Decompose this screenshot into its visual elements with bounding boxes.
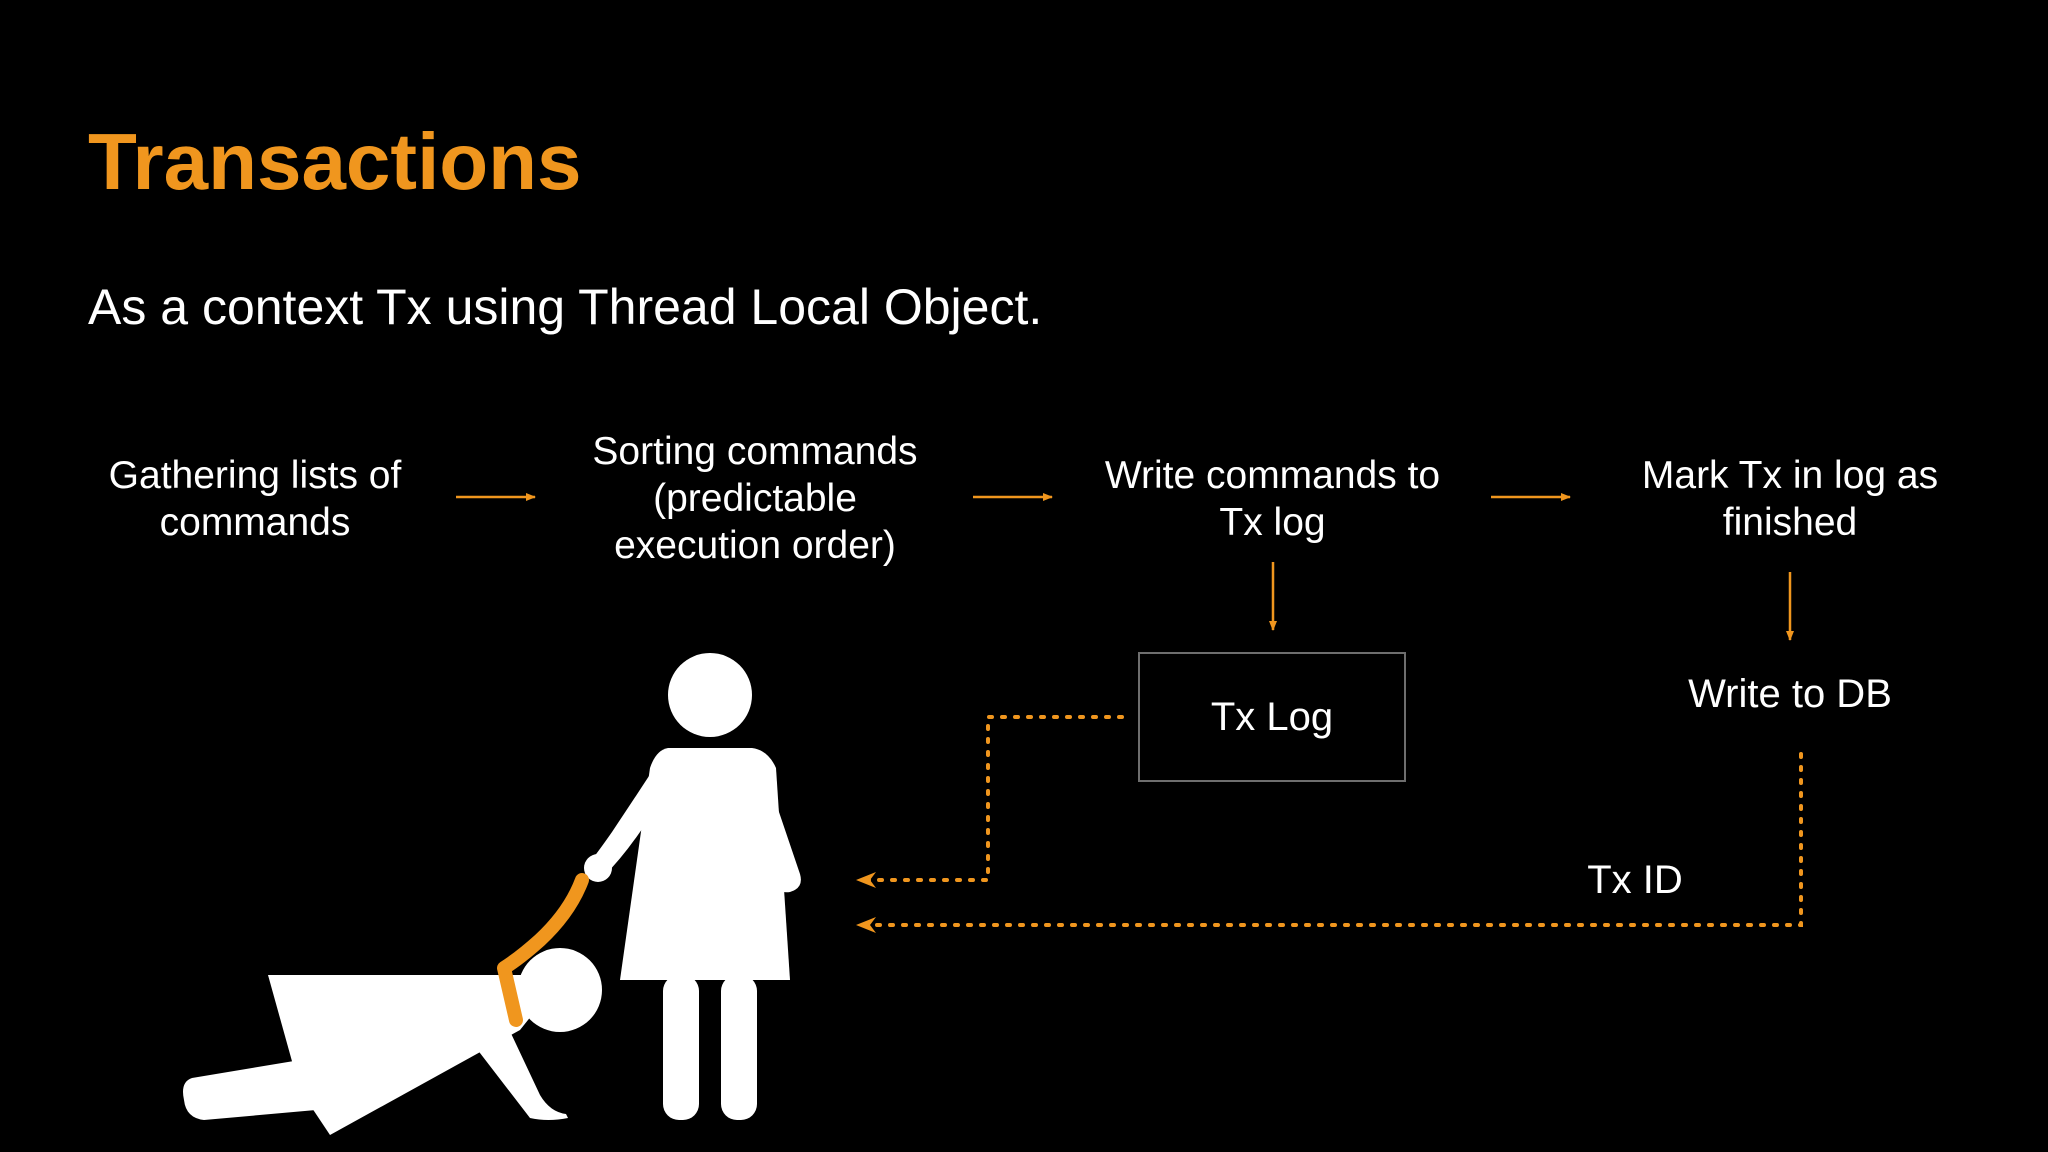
step-mark-finished: Mark Tx in log as finished — [1641, 454, 1939, 544]
leash-icon — [497, 873, 589, 1027]
step-sorting: Sorting commands (predictable execution … — [592, 430, 918, 567]
tx-log-box: Tx Log — [1138, 652, 1406, 782]
crawling-man-figure-icon — [183, 948, 602, 1135]
step-gathering: Gathering lists of commands — [108, 454, 402, 544]
dotted-txlog-to-figure — [856, 715, 1124, 888]
tx-log-label: Tx Log — [1210, 695, 1334, 739]
slide-subtitle: As a context Tx using Thread Local Objec… — [88, 279, 1043, 335]
woman-figure-icon — [590, 653, 801, 1120]
tx-id-label: Tx ID — [1587, 858, 1683, 902]
woman-hand-icon — [584, 854, 612, 882]
step-write-commands: Write commands to Tx log — [1104, 454, 1441, 544]
write-to-db-label: Write to DB — [1688, 672, 1892, 716]
slide-title: Transactions — [88, 117, 582, 206]
dotted-db-to-figure — [856, 752, 1803, 933]
